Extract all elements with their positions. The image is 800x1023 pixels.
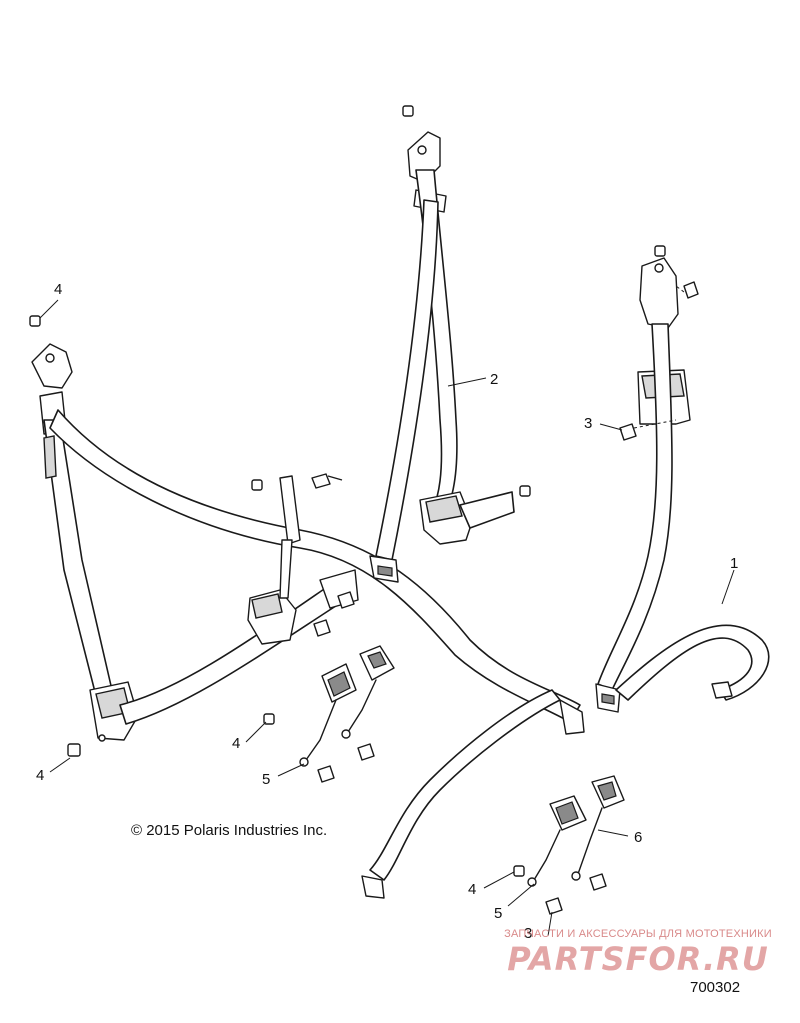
watermark-tagline: ЗАПЧАСТИ И АКСЕССУАРЫ ДЛЯ МОТОТЕХНИКИ — [504, 928, 772, 940]
callout-3-lower: 3 — [524, 925, 532, 942]
buckle-set-middle — [299, 645, 395, 767]
callout-labels: 1 2 3 3 4 4 4 4 5 5 6 — [36, 281, 738, 942]
copyright-notice: © 2015 Polaris Industries Inc. — [131, 822, 328, 839]
callout-1: 1 — [730, 555, 738, 572]
callout-4-left: 4 — [36, 767, 44, 784]
buckle-set-lower — [527, 775, 625, 887]
callout-3-upper: 3 — [584, 415, 592, 432]
right-seat-belt-assembly — [595, 257, 770, 713]
callout-4-mid: 4 — [232, 735, 240, 752]
left-seat-belt-assembly — [31, 343, 581, 742]
leader-lines — [39, 299, 735, 937]
watermark-logo: PARTSFOR.RU — [507, 940, 769, 978]
callout-4-top: 4 — [54, 281, 62, 298]
watermark: ЗАПЧАСТИ И АКСЕССУАРЫ ДЛЯ МОТОТЕХНИКИ PA… — [488, 928, 788, 978]
callout-4-lower: 4 — [468, 881, 476, 898]
callout-5-mid: 5 — [262, 771, 270, 788]
lower-seat-belt-webbing — [361, 689, 585, 899]
hardware — [29, 105, 699, 915]
diagram-number: 700302 — [690, 979, 741, 996]
callout-6: 6 — [634, 829, 642, 846]
callout-5-lower: 5 — [494, 905, 502, 922]
center-seat-belt-assembly — [369, 131, 515, 583]
callout-2: 2 — [490, 371, 498, 388]
